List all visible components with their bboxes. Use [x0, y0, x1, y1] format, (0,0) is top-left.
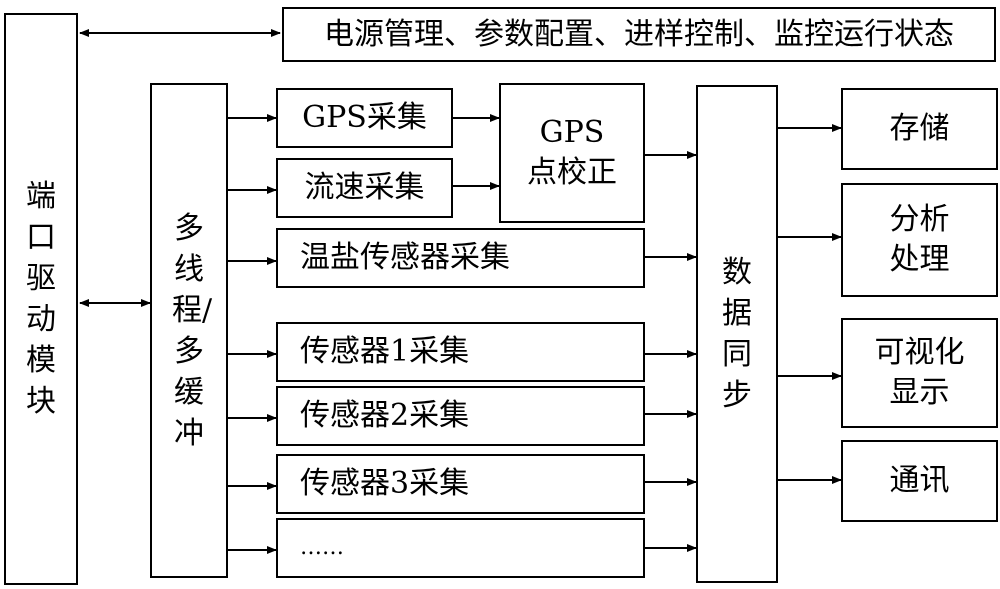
salinity-collect-label: 温盐传感器采集: [300, 240, 510, 275]
port-driver-box: 端口驱动模块: [4, 13, 78, 585]
more-collect-label: ……: [300, 535, 344, 560]
buffer-label: 多线程/多缓冲: [172, 210, 213, 451]
comms-box: 通讯: [841, 440, 998, 522]
sensor2-collect-box: 传感器2采集: [276, 386, 645, 446]
flow-collect-label: 流速采集: [304, 170, 425, 205]
visualization-box: 可视化 显示: [841, 318, 998, 428]
gps-collect-label: GPS采集: [302, 100, 427, 135]
storage-box: 存储: [841, 88, 998, 170]
sensor2-collect-label: 传感器2采集: [300, 398, 470, 433]
data-sync-box: 数据同步: [696, 85, 778, 583]
visualization-label: 可视化 显示: [874, 335, 965, 410]
analysis-box: 分析 处理: [841, 183, 998, 297]
buffer-box: 多线程/多缓冲: [150, 83, 228, 578]
port-driver-label: 端口驱动模块: [26, 179, 56, 419]
gps-collect-box: GPS采集: [276, 88, 453, 148]
sensor1-collect-label: 传感器1采集: [300, 334, 470, 369]
sensor3-collect-box: 传感器3采集: [276, 454, 645, 514]
analysis-label: 分析 处理: [889, 202, 950, 277]
data-sync-label: 数据同步: [722, 255, 752, 413]
salinity-collect-box: 温盐传感器采集: [276, 228, 645, 288]
storage-label: 存储: [889, 111, 950, 146]
top-control-label: 电源管理、参数配置、进样控制、监控运行状态: [324, 16, 954, 52]
more-collect-box: ……: [276, 518, 645, 578]
gps-correct-label: GPS 点校正: [527, 115, 617, 190]
sensor3-collect-label: 传感器3采集: [300, 466, 470, 501]
flow-collect-box: 流速采集: [276, 158, 453, 218]
gps-correct-box: GPS 点校正: [499, 83, 645, 223]
top-control-box: 电源管理、参数配置、进样控制、监控运行状态: [282, 7, 996, 62]
comms-label: 通讯: [889, 463, 950, 498]
sensor1-collect-box: 传感器1采集: [276, 322, 645, 382]
